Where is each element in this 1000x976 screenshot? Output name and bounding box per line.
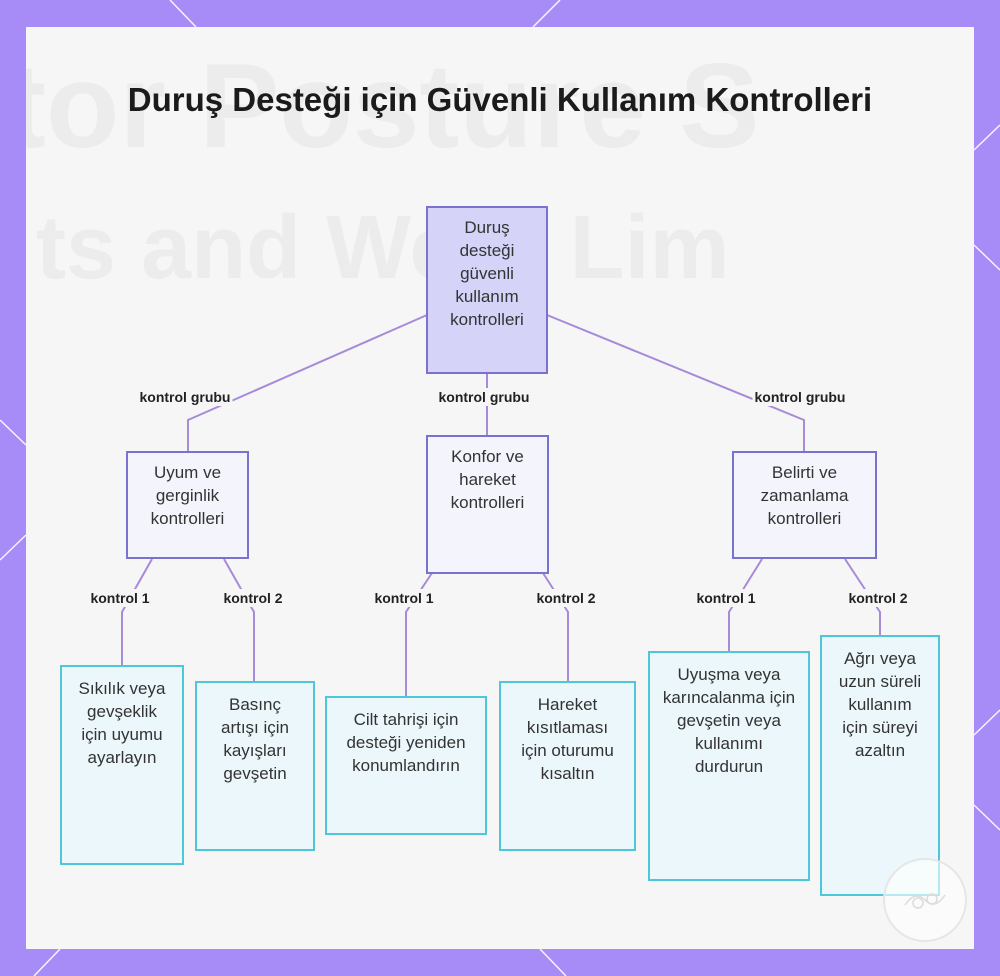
edge-root-group-3 xyxy=(546,314,805,452)
edge-label-g1-leaf-1: kontrol 1 xyxy=(88,589,152,607)
group-node-comfort-motion: Konfor ve hareket kontrolleri xyxy=(426,435,549,574)
edge-label-group-3: kontrol grubu xyxy=(752,388,848,406)
leaf-node-label: Hareket kısıtlaması için oturumu kısaltı… xyxy=(521,695,614,783)
leaf-node-shorten-session: Hareket kısıtlaması için oturumu kısaltı… xyxy=(499,681,636,851)
group-node-fit-tension: Uyum ve gerginlik kontrolleri xyxy=(126,451,249,559)
brand-logo-icon xyxy=(883,858,967,942)
root-node: Duruş desteği güvenli kullanım kontrolle… xyxy=(426,206,548,374)
edge-label-g3-leaf-1: kontrol 1 xyxy=(694,589,758,607)
group-node-label: Konfor ve hareket kontrolleri xyxy=(450,447,525,512)
edge-g3-leaf-1 xyxy=(728,558,763,652)
leaf-node-label: Ağrı veya uzun süreli kullanım için süre… xyxy=(838,649,922,760)
group-node-label: Belirti ve zamanlama kontrolleri xyxy=(760,463,849,528)
background-watermark-text: tor Posture S xyxy=(26,39,760,173)
logo-mark-icon xyxy=(904,893,946,909)
background-watermark-text: ts and Wear Lim xyxy=(36,198,730,298)
edge-g3-leaf-2 xyxy=(844,558,881,636)
leaf-node-reduce-duration: Ağrı veya uzun süreli kullanım için süre… xyxy=(820,635,940,896)
leaf-node-loosen-straps: Basınç artışı için kayışları gevşetin xyxy=(195,681,315,851)
edge-root-group-1 xyxy=(187,314,428,452)
leaf-node-label: Sıkılık veya gevşeklik için uyumu ayarla… xyxy=(78,679,166,767)
edge-label-g2-leaf-2: kontrol 2 xyxy=(534,589,598,607)
edge-label-g2-leaf-1: kontrol 1 xyxy=(372,589,436,607)
leaf-node-label: Uyuşma veya karıncalanma için gevşetin v… xyxy=(662,665,796,776)
group-node-label: Uyum ve gerginlik kontrolleri xyxy=(150,463,225,528)
leaf-node-label: Basınç artışı için kayışları gevşetin xyxy=(220,695,290,783)
edge-g2-leaf-2 xyxy=(542,572,569,682)
group-node-symptom-timing: Belirti ve zamanlama kontrolleri xyxy=(732,451,877,559)
edge-g1-leaf-1 xyxy=(121,558,153,666)
leaf-node-numbness: Uyuşma veya karıncalanma için gevşetin v… xyxy=(648,651,810,881)
edge-label-g1-leaf-2: kontrol 2 xyxy=(221,589,285,607)
diagram-title: Duruş Desteği için Güvenli Kullanım Kont… xyxy=(127,81,873,118)
edge-label-g3-leaf-2: kontrol 2 xyxy=(846,589,910,607)
edge-label-group-2: kontrol grubu xyxy=(436,388,532,406)
leaf-node-label: Cilt tahrişi için desteği yeniden konuml… xyxy=(346,710,466,775)
edge-label-group-1: kontrol grubu xyxy=(137,388,233,406)
leaf-node-adjust-fit: Sıkılık veya gevşeklik için uyumu ayarla… xyxy=(60,665,184,865)
root-node-label: Duruş desteği güvenli kullanım kontrolle… xyxy=(450,218,524,329)
edge-g1-leaf-2 xyxy=(223,558,255,682)
leaf-node-reposition: Cilt tahrişi için desteği yeniden konuml… xyxy=(325,696,487,835)
edge-g2-leaf-1 xyxy=(405,572,433,697)
